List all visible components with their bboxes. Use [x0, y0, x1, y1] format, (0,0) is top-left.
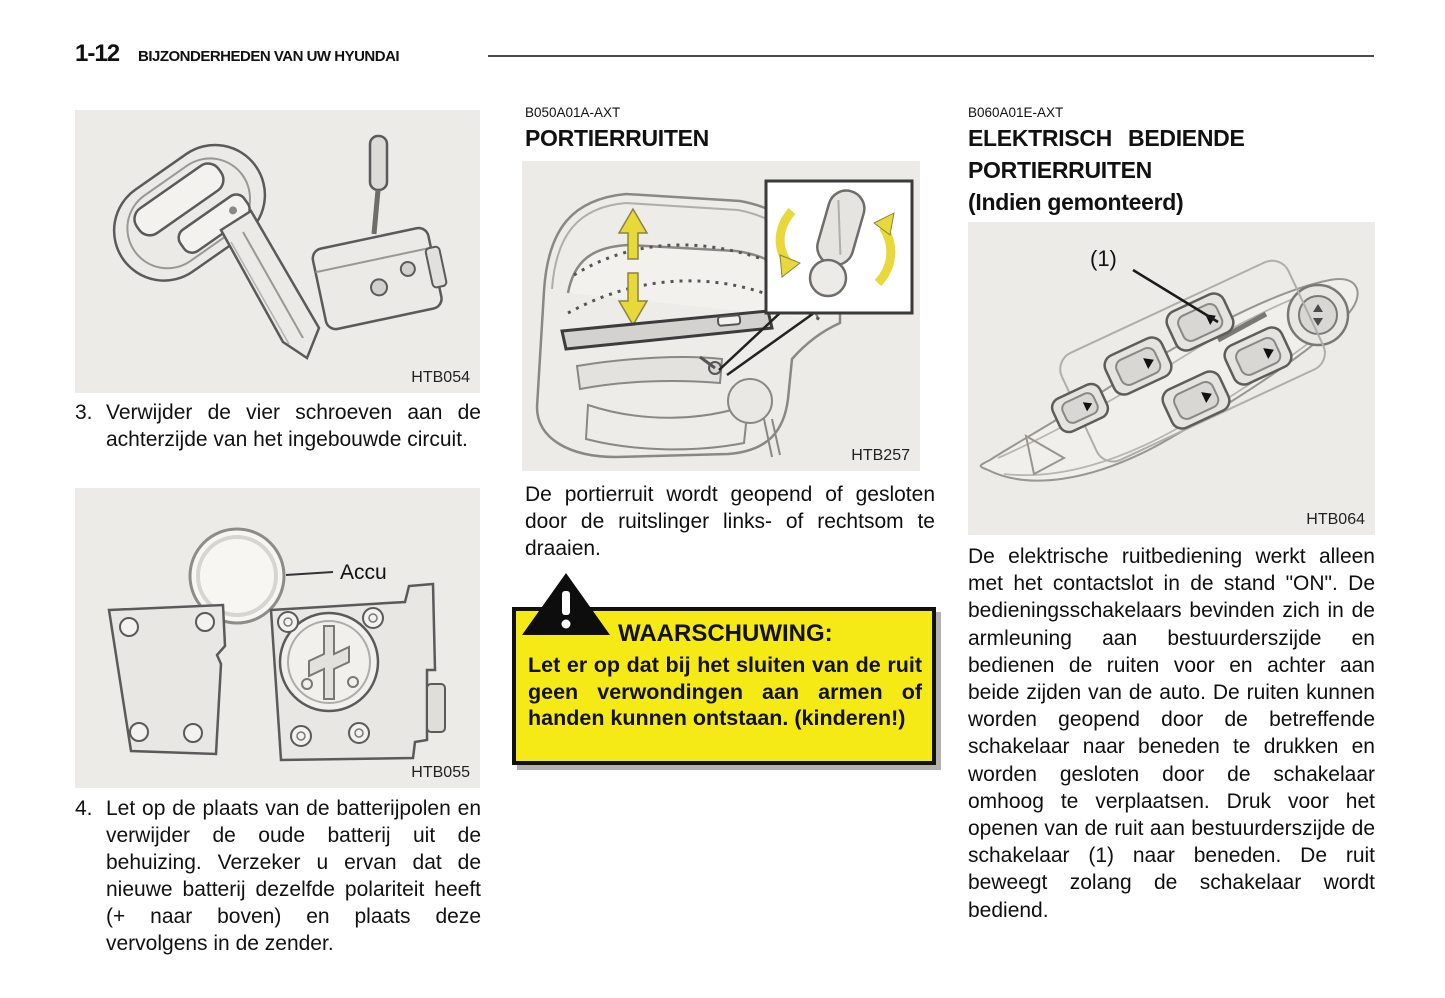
section-heading-portierruiten: PORTIERRUITEN — [525, 125, 709, 151]
transmitter-illustration — [311, 226, 448, 331]
numbered-step-4: 4. Let op de plaats van de batterijpolen… — [75, 795, 481, 957]
section-heading-elektrisch-line3: (Indien gemonteerd) — [968, 189, 1184, 215]
window-down-arrow-icon — [617, 272, 649, 327]
figure-key-transmitter: HTB054 — [75, 110, 480, 393]
window-switch-front-left — [1165, 292, 1235, 352]
warning-text: Let er op dat bij het sluiten van de rui… — [528, 653, 922, 730]
step-text: Let op de plaats van de batterijpolen en… — [106, 797, 481, 955]
warning-title: WAARSCHUWING: — [618, 620, 833, 647]
figure-caption: HTB055 — [411, 764, 470, 781]
figure-door-window: HTB257 — [522, 161, 920, 471]
section-code: B050A01A-AXT — [525, 105, 621, 120]
battery-illustration — [107, 527, 446, 762]
figure-battery-housing: Accu HTB055 — [75, 488, 480, 788]
window-lock-switch — [1050, 382, 1110, 434]
chapter-title: BIJZONDERHEDEN VAN UW HYUNDAI — [138, 48, 400, 65]
switch-callout-label: (1) — [1090, 246, 1117, 271]
warning-triangle-icon — [522, 573, 610, 635]
portierruiten-body: De portierruit wordt geopend of gesloten… — [525, 483, 935, 560]
window-switch-rear-left — [1103, 336, 1173, 396]
step-number: 4. — [75, 797, 93, 820]
armrest-illustration — [979, 259, 1359, 482]
page-number: 1-12 — [75, 40, 120, 67]
window-switch-rear-right — [1161, 370, 1231, 430]
warning-box: WAARSCHUWING: Let er op dat bij het slui… — [512, 571, 936, 765]
figure-caption: HTB257 — [851, 447, 910, 464]
screwdriver-icon — [368, 134, 389, 192]
numbered-step-3: 3. Verwijder de vier schroeven aan de ac… — [75, 399, 481, 453]
figure-power-window-switches: (1) HTB064 — [968, 222, 1375, 535]
coin-battery-icon — [188, 527, 286, 625]
section-code: B060A01E-AXT — [968, 105, 1064, 120]
step-number: 3. — [75, 401, 93, 424]
section-heading-elektrisch-line1: ELEKTRISCH BEDIENDE — [968, 125, 1245, 151]
door-illustration — [535, 179, 914, 459]
step-text: Verwijder de vier schroeven aan de achte… — [106, 401, 481, 451]
window-switch-front-right — [1223, 326, 1293, 386]
figure-caption: HTB064 — [1306, 511, 1365, 528]
window-crank-icon — [816, 189, 866, 267]
section-heading-elektrisch-line2: PORTIERRUITEN — [968, 157, 1152, 183]
window-up-arrow-icon — [617, 207, 649, 260]
accu-label: Accu — [340, 561, 387, 584]
figure-caption: HTB054 — [411, 369, 470, 386]
header-rule — [488, 55, 1374, 57]
elektrisch-body: De elektrische ruitbediening werkt allee… — [968, 545, 1375, 922]
car-key-illustration — [112, 134, 448, 360]
